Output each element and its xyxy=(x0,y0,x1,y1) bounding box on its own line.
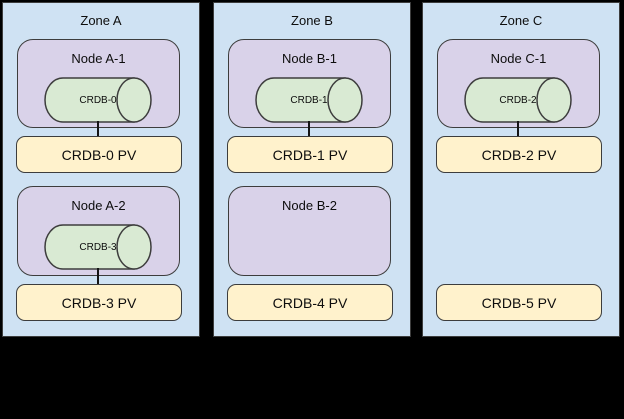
database-label: CRDB-0 xyxy=(79,94,117,106)
node-a1: Node A-1 CRDB-0 xyxy=(17,39,180,128)
pv-label: CRDB-2 PV xyxy=(481,146,557,163)
pv-box: CRDB-1 PV xyxy=(227,136,393,173)
zone-b: Zone B Node B-1 CRDB-1 CRDB-1 PV Node B-… xyxy=(213,2,411,337)
node-title: Node B-1 xyxy=(282,51,337,66)
database-label: CRDB-2 xyxy=(499,94,537,106)
node-b1: Node B-1 CRDB-1 xyxy=(228,39,391,128)
pv-label: CRDB-1 PV xyxy=(272,146,348,163)
node-title: Node A-2 xyxy=(71,198,126,213)
database-cylinder-icon: CRDB-0 xyxy=(44,77,152,123)
database-label: CRDB-3 xyxy=(79,241,117,253)
database-cylinder-icon: CRDB-1 xyxy=(255,77,363,123)
database-label: CRDB-1 xyxy=(290,94,328,106)
pv-label: CRDB-0 PV xyxy=(61,146,137,163)
pv-box: CRDB-2 PV xyxy=(436,136,602,173)
database-cylinder-icon: CRDB-3 xyxy=(44,224,152,270)
connector-line xyxy=(517,121,519,136)
pv-label: CRDB-3 PV xyxy=(61,294,137,311)
zone-title: Zone A xyxy=(80,13,122,28)
connector-line xyxy=(308,121,310,136)
node-title: Node A-1 xyxy=(71,51,126,66)
node-title: Node C-1 xyxy=(490,51,547,66)
node-title: Node B-2 xyxy=(282,198,337,213)
pv-box: CRDB-0 PV xyxy=(16,136,182,173)
connector-line xyxy=(97,121,99,136)
zone-c: Zone C Node C-1 CRDB-2 CRDB-2 PV CRDB-5 … xyxy=(422,2,620,337)
node-a2: Node A-2 CRDB-3 xyxy=(17,186,180,276)
zone-a: Zone A Node A-1 CRDB-0 CRDB-0 PV Node A-… xyxy=(2,2,200,337)
pv-label: CRDB-4 PV xyxy=(272,294,348,311)
pv-label: CRDB-5 PV xyxy=(481,294,557,311)
connector-line xyxy=(97,268,99,284)
zone-title: Zone C xyxy=(499,13,543,28)
zone-title: Zone B xyxy=(291,13,333,28)
node-c1: Node C-1 CRDB-2 xyxy=(437,39,600,128)
database-cylinder-icon: CRDB-2 xyxy=(464,77,572,123)
pv-box: CRDB-4 PV xyxy=(227,284,393,321)
pv-box: CRDB-5 PV xyxy=(436,284,602,321)
node-b2-empty: Node B-2 xyxy=(228,186,391,276)
pv-box: CRDB-3 PV xyxy=(16,284,182,321)
